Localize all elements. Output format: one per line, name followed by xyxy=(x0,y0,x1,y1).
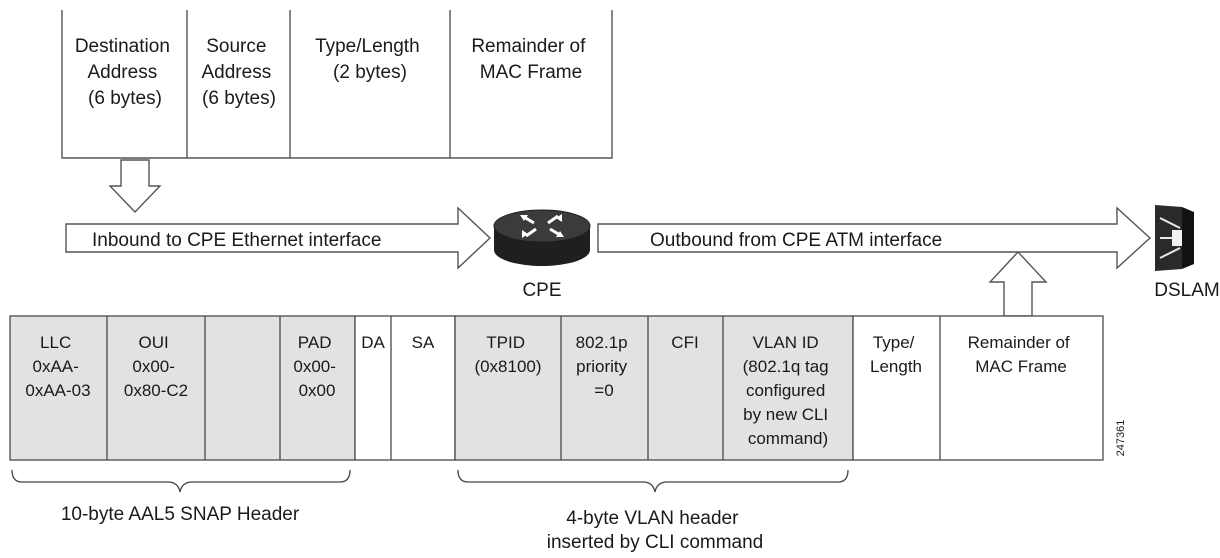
cell-llc: LLC 0xAA- 0xAA-03 xyxy=(25,333,90,400)
router-icon xyxy=(493,209,591,266)
cell-da: DA xyxy=(361,333,385,352)
snap-header-block xyxy=(9,315,356,461)
dslam-label: DSLAM xyxy=(1154,280,1219,301)
mac-frame-source: Source Address (6 bytes) xyxy=(202,36,277,109)
cell-tpid: TPID (0x8100) xyxy=(474,333,541,376)
cell-type-length: Type/ Length xyxy=(870,333,922,376)
tail-block xyxy=(852,315,1104,461)
figure-id: 247361 xyxy=(1115,420,1127,457)
cell-oui: OUI 0x00- 0x80-C2 xyxy=(124,333,188,400)
up-arrow-icon xyxy=(988,250,1048,317)
snap-brace-label: 10-byte AAL5 SNAP Header xyxy=(61,504,300,525)
cell-vlan-id: VLAN ID (802.1q tag configured by new CL… xyxy=(743,333,834,448)
cell-cfi: CFI xyxy=(671,333,698,352)
dslam-icon xyxy=(1155,205,1194,271)
mac-frame-outline xyxy=(61,10,613,159)
mac-frame-destination: Destination Address (6 bytes) xyxy=(75,36,175,109)
cell-sa: SA xyxy=(412,333,435,352)
vlan-brace-label: 4-byte VLAN header inserted by CLI comma… xyxy=(547,508,764,553)
mac-frame: Destination Address (6 bytes) Source Add… xyxy=(61,10,613,159)
cpe-label: CPE xyxy=(522,280,561,301)
down-arrow-icon xyxy=(108,159,162,214)
cell-priority: 802.1p priority =0 xyxy=(576,333,633,400)
mac-frame-remainder: Remainder of MAC Frame xyxy=(471,36,590,83)
packet: LLC 0xAA- 0xAA-03 OUI 0x00- 0x80-C2 PAD … xyxy=(9,315,1104,461)
inbound-arrow xyxy=(65,206,492,270)
outbound-label: Outbound from CPE ATM interface xyxy=(650,230,942,251)
inbound-label: Inbound to CPE Ethernet interface xyxy=(92,230,381,251)
cell-pad: PAD 0x00- 0x00 xyxy=(293,333,340,400)
mac-frame-type-length: Type/Length (2 bytes) xyxy=(315,36,425,83)
outbound-arrow xyxy=(597,206,1152,270)
addr-block xyxy=(354,315,456,461)
vlan-brace xyxy=(457,469,849,493)
cell-remainder: Remainder of MAC Frame xyxy=(968,333,1075,376)
packet-dividers xyxy=(106,316,941,460)
vlan-header-block xyxy=(454,315,854,461)
snap-brace xyxy=(11,469,351,493)
